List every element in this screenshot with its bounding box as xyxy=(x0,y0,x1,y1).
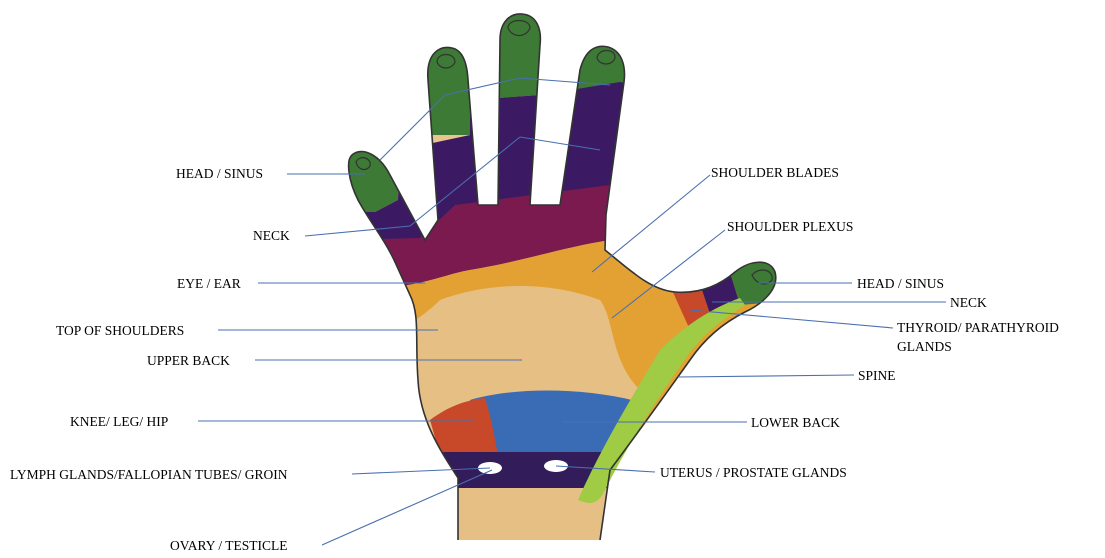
label-head-sinus-left: HEAD / SINUS xyxy=(176,166,263,181)
label-lower-back: LOWER BACK xyxy=(751,415,840,430)
label-head-sinus-right: HEAD / SINUS xyxy=(857,276,944,291)
label-spine: SPINE xyxy=(858,368,896,383)
label-shoulder-blades: SHOULDER BLADES xyxy=(711,165,839,180)
thumb-head-zone xyxy=(730,250,800,305)
fingertips-zone xyxy=(340,0,800,92)
label-upper-back: UPPER BACK xyxy=(147,353,230,368)
label-shoulder-plexus: SHOULDER PLEXUS xyxy=(727,219,853,234)
label-thyroid-line2: GLANDS xyxy=(897,339,952,354)
label-lymph-glands: LYMPH GLANDS/FALLOPIAN TUBES/ GROIN xyxy=(10,467,288,482)
label-neck-right: NECK xyxy=(950,295,987,310)
label-top-of-shoulders: TOP OF SHOULDERS xyxy=(56,323,184,338)
label-eye-ear: EYE / EAR xyxy=(177,276,241,291)
label-uterus-prostate: UTERUS / PROSTATE GLANDS xyxy=(660,465,847,480)
fingertip-green-lower xyxy=(340,82,800,135)
label-neck-left: NECK xyxy=(253,228,290,243)
leader-spine xyxy=(678,375,854,377)
label-thyroid-line1: THYROID/ PARATHYROID xyxy=(897,320,1059,335)
label-knee-leg-hip: KNEE/ LEG/ HIP xyxy=(70,414,168,429)
label-ovary-testicle: OVARY / TESTICLE xyxy=(170,538,288,553)
